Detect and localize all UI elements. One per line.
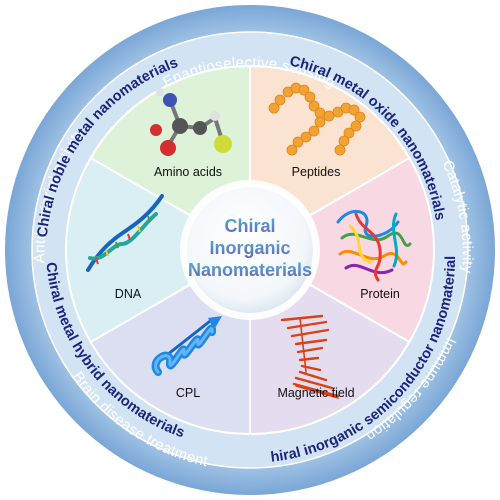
amino-acid-molecule-icon	[150, 88, 232, 156]
magnetic-field-helix-icon	[280, 314, 340, 399]
circularly-polarized-light-icon	[151, 316, 222, 376]
peptide-chain-icon	[268, 82, 366, 156]
center-title-line-2: Inorganic	[209, 238, 290, 258]
segment-label-cpl: CPL	[176, 386, 200, 400]
segment-label-magnetic-field: Magnetic field	[277, 386, 354, 400]
segment-protein	[247, 156, 435, 344]
segment-label-protein: Protein	[360, 287, 400, 301]
segment-wheel	[65, 64, 435, 436]
segment-label-amino-acids: Amino acids	[154, 165, 222, 179]
center-title-line-1: Chiral	[224, 216, 275, 236]
dna-double-helix-icon	[86, 194, 164, 272]
segment-label-peptides: Peptides	[292, 165, 341, 179]
segment-dna	[65, 156, 253, 344]
segment-label-dna: DNA	[115, 287, 142, 301]
protein-ribbon-icon	[336, 210, 412, 282]
center-circle	[185, 185, 315, 315]
center-title-line-3: Nanomaterials	[188, 260, 312, 280]
